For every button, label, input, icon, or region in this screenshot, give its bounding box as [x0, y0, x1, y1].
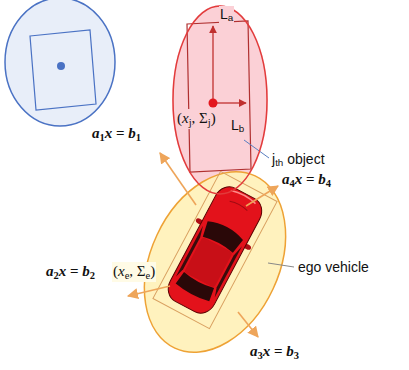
text-run: j [208, 117, 211, 128]
dimension-label: La [219, 6, 234, 24]
text-run: x [59, 263, 67, 279]
uncertainty-ellipse-fill [172, 5, 268, 195]
label-box: a2x = b2 [46, 262, 95, 282]
state-label: (xe, Σe) [112, 262, 156, 282]
constraint-normal-arrow [128, 286, 170, 296]
text-run: L [231, 117, 239, 133]
car-side-window [176, 226, 206, 279]
text-run: th [275, 157, 283, 168]
text-run: ( [177, 110, 182, 126]
text-run: 4 [290, 178, 295, 189]
constraint-normal-arrow [238, 312, 258, 337]
text-run: object [283, 151, 324, 167]
text-run: a [46, 263, 54, 279]
dimension-label: Lb [230, 117, 245, 135]
car-hood-line [230, 200, 248, 211]
text-run: b [286, 343, 294, 359]
label-box: a4x = b4 [282, 170, 331, 190]
ellipse-outline-shape [173, 6, 267, 194]
car-rear-window [175, 271, 216, 303]
text-run: 4 [326, 178, 331, 189]
text-run: a [228, 12, 233, 23]
text-run: b [82, 263, 90, 279]
ego-ellipse-group [117, 149, 313, 370]
constraint-equation: a2x = b2 [46, 262, 95, 282]
label-box: ego vehicle [298, 258, 369, 276]
label-box: La [219, 5, 234, 24]
constraint-equation: a3x = b3 [250, 342, 299, 362]
text-run: b [318, 171, 326, 187]
text-run: = [270, 343, 286, 359]
uncertainty-ellipse: (xj, Σj) [172, 5, 268, 195]
state-label: (xj, Σj) [176, 109, 217, 129]
label-box: a1x = b1 [92, 124, 141, 144]
text-run: 3 [294, 350, 299, 361]
text-run: j [272, 151, 275, 167]
text-run: = [302, 171, 318, 187]
text-run: ego vehicle [298, 259, 369, 275]
label-box: (xe, Σe) [112, 262, 156, 282]
ellipse-outline [172, 5, 268, 195]
object-label: ego vehicle [298, 259, 369, 276]
text-run: x [105, 125, 113, 141]
text-run: 2 [54, 270, 59, 281]
text-run: ) [150, 263, 155, 279]
object-box [30, 30, 96, 110]
vehicle-box [153, 171, 277, 328]
text-run: , Σ [129, 263, 145, 279]
constraint-equation: a4x = b4 [282, 170, 331, 190]
text-run: x [295, 171, 303, 187]
object-box [187, 21, 251, 172]
uncertainty-ellipse [117, 149, 313, 370]
text-run: j [189, 117, 192, 128]
text-run: L [220, 6, 228, 22]
text-run: 1 [100, 132, 105, 143]
label-box: jth object [272, 150, 325, 169]
uncertainty-ellipse [5, 0, 115, 126]
text-run: , Σ [192, 110, 208, 126]
text-run: 3 [258, 350, 263, 361]
object-center [209, 99, 218, 108]
leader-line [268, 263, 294, 267]
car-illustration [153, 171, 277, 328]
text-run: = [112, 125, 128, 141]
object-center [57, 62, 65, 70]
constraint-normal-arrow [246, 186, 278, 206]
text-run: e [125, 270, 130, 281]
object-label: jth object [272, 151, 325, 169]
text-run: a [92, 125, 100, 141]
label-box: Lb [230, 116, 245, 135]
constraint-equation: a1x = b1 [92, 124, 141, 144]
text-run: 1 [136, 132, 141, 143]
text-run: e [146, 270, 151, 281]
text-run: a [282, 171, 290, 187]
text-run: 2 [90, 270, 95, 281]
car-side-window [212, 245, 242, 298]
constraint-normal-arrow [160, 153, 196, 205]
text-run: a [250, 343, 258, 359]
text-run: = [66, 263, 82, 279]
leader-line [244, 140, 269, 158]
text-run: x [182, 110, 189, 126]
text-run: x [263, 343, 271, 359]
text-run: b [128, 125, 136, 141]
text-run: b [239, 123, 244, 134]
text-run: ( [113, 263, 118, 279]
text-run: x [118, 263, 125, 279]
dimension-arrow [217, 102, 246, 103]
label-box: a3x = b3 [250, 342, 299, 362]
text-run: ) [211, 110, 216, 126]
dimension-arrow [212, 26, 213, 99]
